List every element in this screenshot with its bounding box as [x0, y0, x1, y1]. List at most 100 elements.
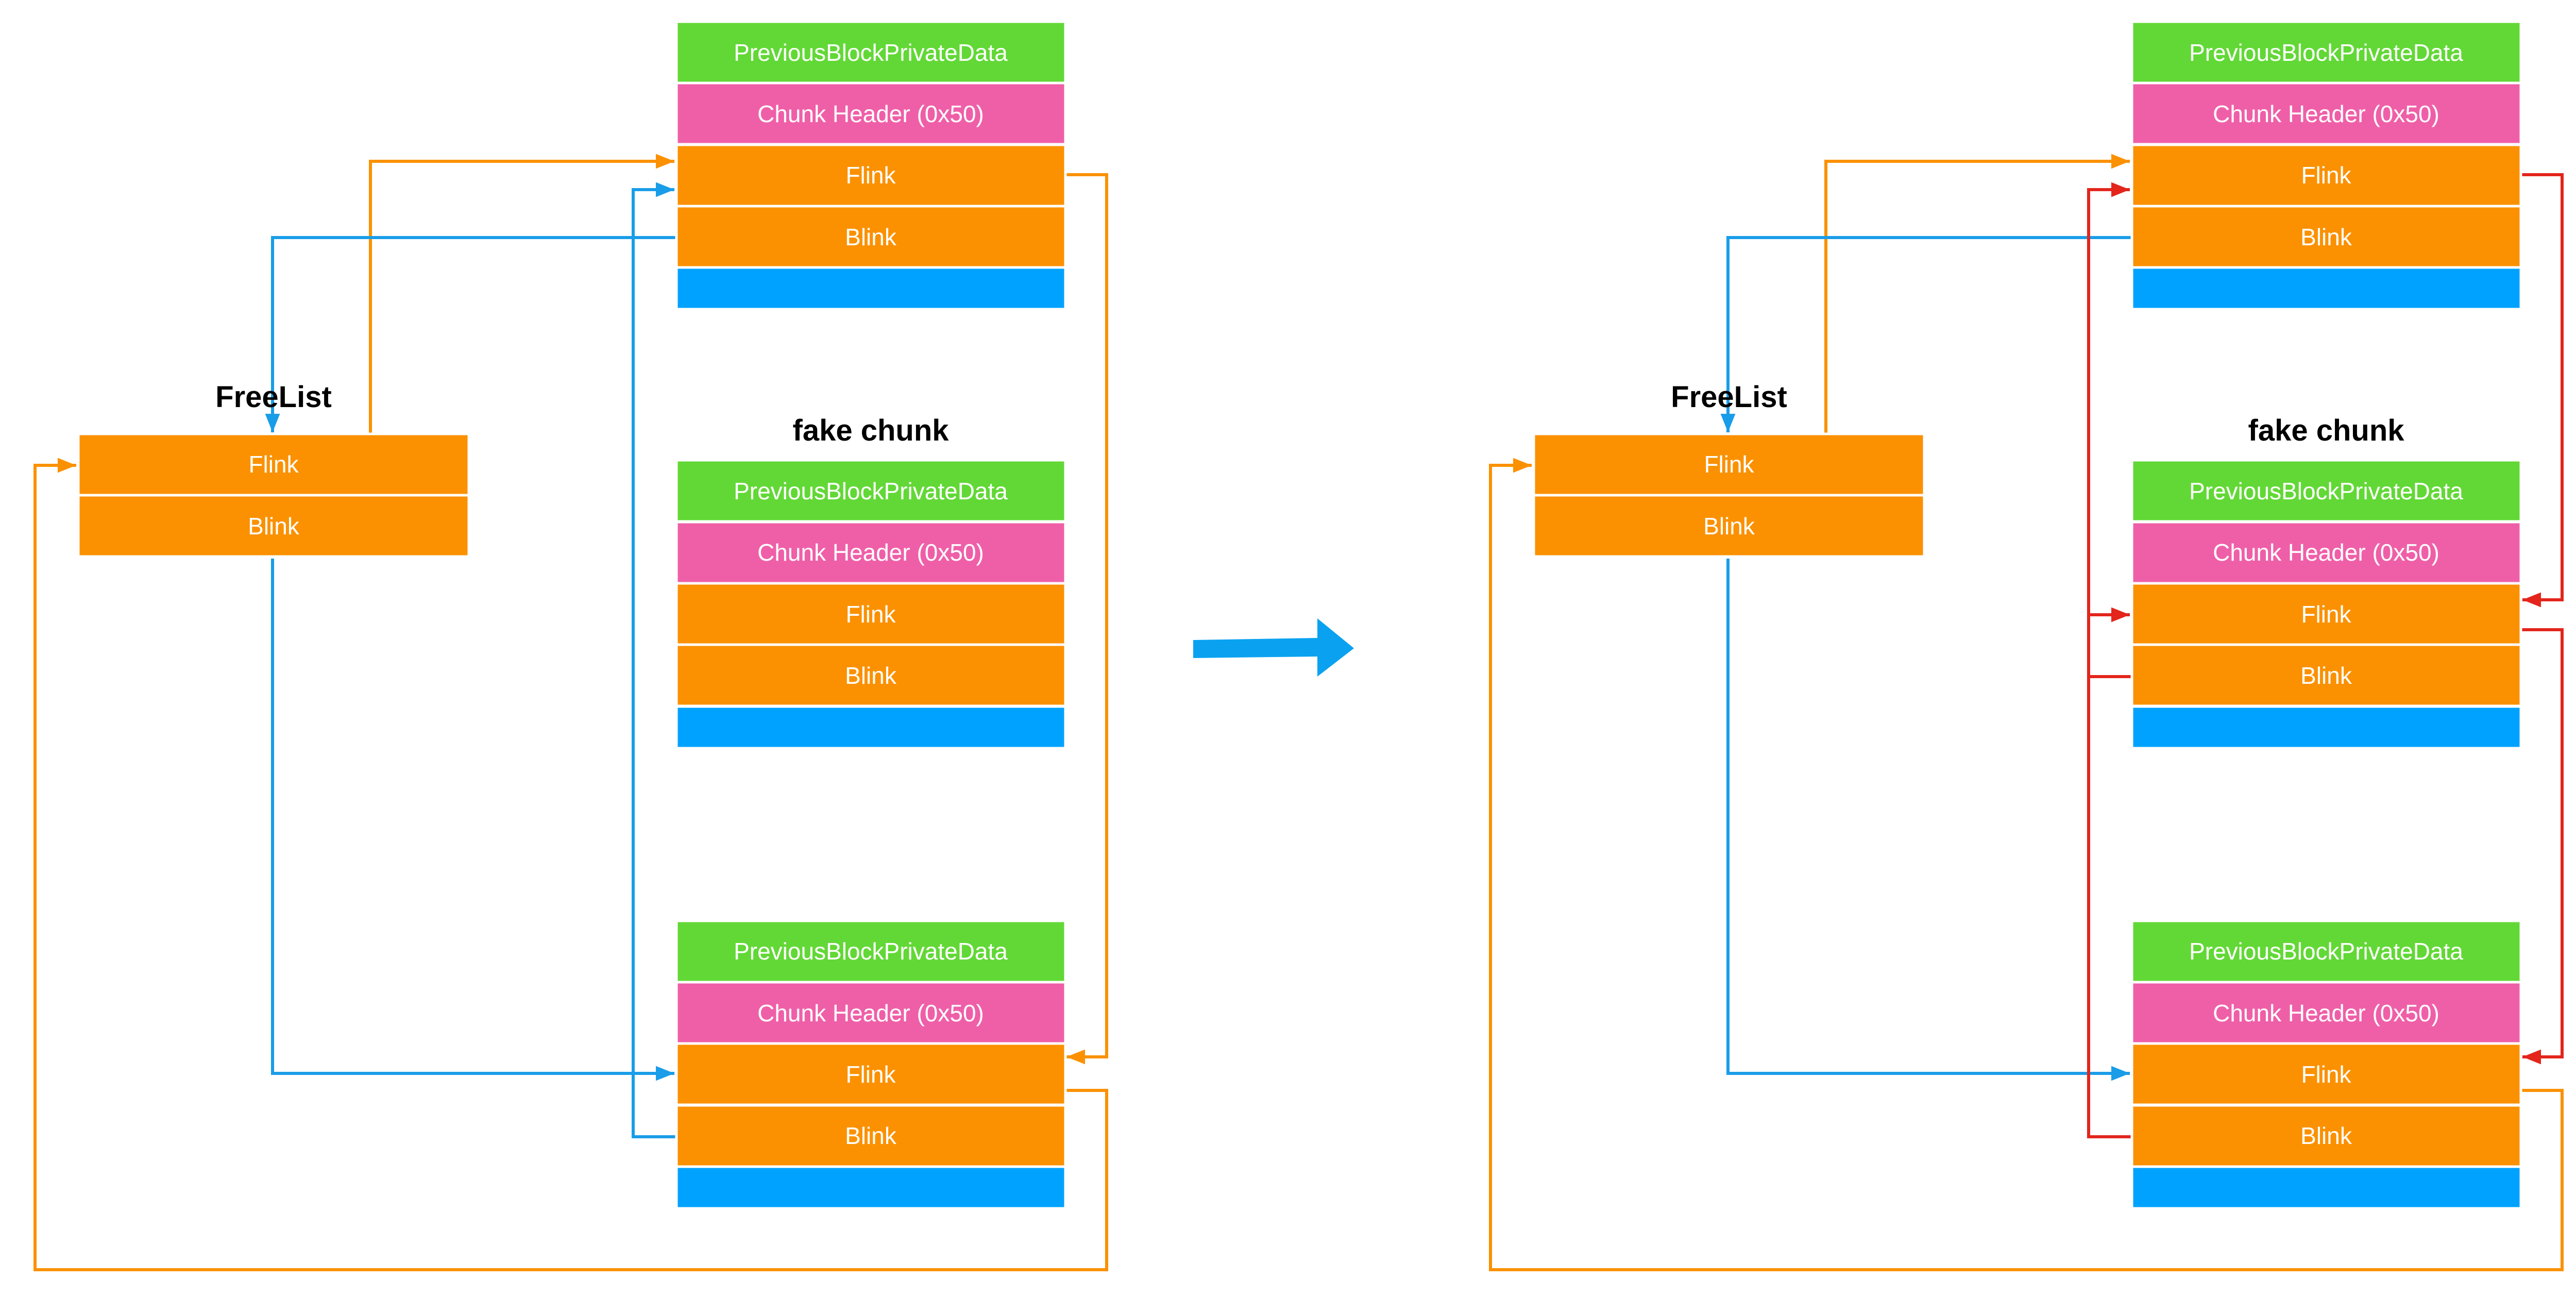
after-top-chunk-prev-data: PreviousBlockPrivateData [2130, 20, 2522, 85]
after-freelist-flink-label: Flink [1704, 451, 1754, 478]
after-fake-chunk-prev-data-box [2130, 459, 2522, 523]
after-top-chunk-prev-data-label: PreviousBlockPrivateData [2189, 39, 2463, 66]
before-bottom-chunk-chunk-header-box [675, 981, 1067, 1045]
memory-blocks: FlinkBlinkPreviousBlockPrivateDataChunk … [77, 20, 2522, 1210]
after-bottom-chunk-flink: Flink [2130, 1042, 2522, 1106]
before-freelist-flink: Flink [77, 432, 470, 497]
before-bottom-chunk-prev-data-label: PreviousBlockPrivateData [734, 938, 1008, 965]
after-fake-chunk-blink-label: Blink [2300, 662, 2352, 689]
after-freelist-flink: Flink [1532, 432, 1926, 497]
after-bottom-chunk-blink-label: Blink [2300, 1122, 2352, 1149]
after-link-top-blink [1720, 236, 2132, 432]
after-fake-chunk-prev-data-label: PreviousBlockPrivateData [2189, 478, 2463, 504]
after-fake-chunk-chunk-header-label: Chunk Header (0x50) [2213, 539, 2439, 566]
after-top-chunk-blink-label: Blink [2300, 224, 2352, 250]
before-top-chunk-blink-label: Blink [845, 224, 897, 250]
after-fake-chunk-blink-box [2130, 643, 2522, 708]
before-link-freelist-flink [369, 154, 674, 434]
before-top-chunk-prev-data-label: PreviousBlockPrivateData [734, 39, 1008, 66]
before-bottom-chunk-blink: Blink [675, 1104, 1067, 1168]
transition-arrow [1193, 618, 1354, 677]
after-link-freelist-flink [1824, 154, 2130, 434]
after-fake-chunk-flink-box [2130, 582, 2522, 646]
before-freelist-blink-box [77, 494, 470, 558]
after-fake-chunk-chunk-header: Chunk Header (0x50) [2130, 520, 2522, 585]
before-fake-chunk-data-box [675, 705, 1067, 750]
before-top-chunk-prev-data: PreviousBlockPrivateData [675, 20, 1067, 85]
before-fake-chunk-chunk-header-box [675, 520, 1067, 585]
after-fake-chunk-data [2130, 705, 2522, 750]
after-fake-chunk-blink: Blink [2130, 643, 2522, 708]
before-bottom-chunk-chunk-header-label: Chunk Header (0x50) [757, 1000, 984, 1026]
before-top-chunk-prev-data-box [675, 20, 1067, 85]
after-bottom-chunk-data [2130, 1165, 2522, 1210]
after-freelist-flink-box [1532, 432, 1926, 497]
after-link-bottom-blink [2087, 607, 2132, 1138]
after-bottom-chunk-prev-data-label: PreviousBlockPrivateData [2189, 938, 2463, 965]
after-top-chunk-data-box [2130, 266, 2522, 311]
after-bottom-chunk-prev-data-box [2130, 919, 2522, 984]
before-fake-chunk-title: fake chunk [793, 414, 950, 447]
before-fake-chunk-data [675, 705, 1067, 750]
before-bottom-chunk-data [675, 1165, 1067, 1210]
after-top-chunk-flink-label: Flink [2301, 162, 2351, 189]
before-bottom-chunk-data-box [675, 1165, 1067, 1210]
after-fake-chunk-flink: Flink [2130, 582, 2522, 646]
before-fake-chunk-prev-data-label: PreviousBlockPrivateData [734, 478, 1008, 504]
after-link-top-flink [2520, 173, 2564, 608]
before-fake-chunk-chunk-header-label: Chunk Header (0x50) [757, 539, 984, 566]
before-freelist-flink-label: Flink [248, 451, 299, 478]
after-freelist-title: FreeList [1671, 380, 1787, 414]
before-bottom-chunk-flink-label: Flink [845, 1061, 896, 1088]
before-top-chunk-chunk-header-label: Chunk Header (0x50) [757, 100, 984, 127]
after-bottom-chunk-blink: Blink [2130, 1104, 2522, 1168]
after-fake-chunk-flink-label: Flink [2301, 601, 2351, 628]
before-link-top-flink [1065, 173, 1108, 1065]
before-top-chunk-data-box [675, 266, 1067, 311]
after-link-bottom-flink [1489, 458, 2564, 1271]
before-link-bottom-blink [632, 182, 676, 1138]
before-fake-chunk-prev-data-box [675, 459, 1067, 523]
after-link-fake-blink [2087, 182, 2132, 678]
before-bottom-chunk-flink: Flink [675, 1042, 1067, 1106]
after-link-freelist-blink [1726, 559, 2130, 1081]
after-top-chunk-flink: Flink [2130, 143, 2522, 208]
before-fake-chunk-flink-label: Flink [845, 601, 896, 628]
after-top-chunk-chunk-header: Chunk Header (0x50) [2130, 81, 2522, 146]
before-fake-chunk-chunk-header: Chunk Header (0x50) [675, 520, 1067, 585]
before-fake-chunk-blink: Blink [675, 643, 1067, 708]
before-link-top-blink [265, 236, 676, 432]
pointer-links [33, 154, 2564, 1271]
after-bottom-chunk-data-box [2130, 1165, 2522, 1210]
after-freelist-blink-label: Blink [1703, 513, 1755, 540]
after-fake-chunk-prev-data: PreviousBlockPrivateData [2130, 459, 2522, 523]
after-bottom-chunk-chunk-header: Chunk Header (0x50) [2130, 981, 2522, 1045]
before-top-chunk-flink-label: Flink [845, 162, 896, 189]
before-fake-chunk-prev-data: PreviousBlockPrivateData [675, 459, 1067, 523]
after-bottom-chunk-flink-box [2130, 1042, 2522, 1106]
before-fake-chunk-blink-label: Blink [845, 662, 897, 689]
before-top-chunk-chunk-header: Chunk Header (0x50) [675, 81, 1067, 146]
after-bottom-chunk-blink-box [2130, 1104, 2522, 1168]
after-bottom-chunk-chunk-header-label: Chunk Header (0x50) [2213, 1000, 2439, 1026]
before-freelist-blink: Blink [77, 494, 470, 558]
before-top-chunk-flink-box [675, 143, 1067, 208]
before-bottom-chunk-blink-label: Blink [845, 1122, 897, 1149]
after-top-chunk-chunk-header-label: Chunk Header (0x50) [2213, 100, 2439, 127]
before-top-chunk-chunk-header-box [675, 81, 1067, 146]
before-link-freelist-blink [271, 559, 674, 1081]
before-fake-chunk-flink: Flink [675, 582, 1067, 646]
after-freelist-blink-box [1532, 494, 1926, 558]
after-fake-chunk-title: fake chunk [2248, 414, 2405, 447]
before-link-bottom-flink [33, 458, 1108, 1271]
before-bottom-chunk-prev-data-box [675, 919, 1067, 984]
after-fake-chunk-chunk-header-box [2130, 520, 2522, 585]
before-fake-chunk-blink-box [675, 643, 1067, 708]
after-top-chunk-blink: Blink [2130, 205, 2522, 269]
after-bottom-chunk-flink-label: Flink [2301, 1061, 2351, 1088]
after-link-fake-flink [2520, 628, 2564, 1065]
after-freelist-blink: Blink [1532, 494, 1926, 558]
before-freelist-blink-label: Blink [248, 513, 300, 540]
